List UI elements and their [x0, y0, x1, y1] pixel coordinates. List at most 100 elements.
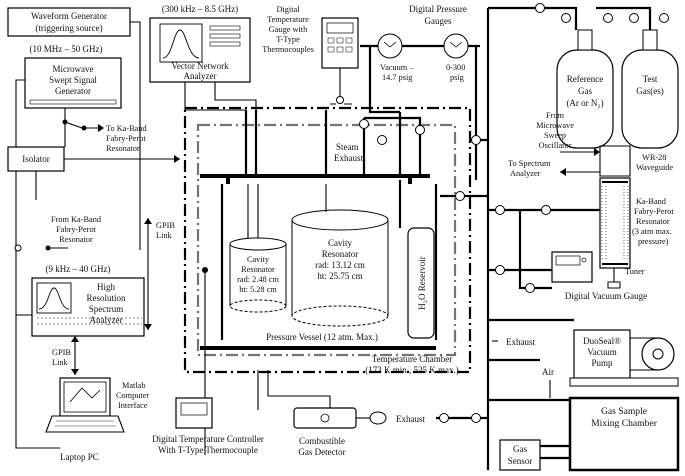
to-spec-line2: Analyzer — [510, 169, 541, 178]
mw-gen-line3: Generator — [55, 86, 91, 96]
vac-line2: 14.7 psig — [382, 73, 412, 82]
gauge-line-left — [368, 46, 400, 114]
detector-tubes — [257, 370, 331, 410]
comb-line1: Combustible — [299, 436, 345, 446]
psig-line1: 0-300 — [446, 63, 465, 72]
ref-gas-feed — [488, 6, 578, 30]
steam-line2: Exhaust — [334, 153, 363, 163]
spectrum-analyzer: High Resolution Spectrum Analyzer — [31, 277, 145, 337]
gpib2-line2: Link — [52, 358, 69, 367]
vna-cable-b — [214, 82, 257, 172]
from-mw-line4: Oscillator — [539, 141, 572, 150]
pressure-vessel — [200, 110, 438, 350]
high-pressure-gauge-dial: 0-300 psig — [443, 33, 469, 82]
test-gas-cylinder: Test Gas(es) — [621, 29, 679, 149]
sa-line1: High — [97, 282, 116, 292]
laptop-label: Laptop PC — [60, 452, 99, 462]
duoseal-line2: Vacuum — [587, 347, 617, 357]
cav2-line3: rad: 13.12 cm — [315, 260, 365, 270]
microwave-swept-generator: Microwave Swept Signal Generator — [24, 57, 122, 109]
waveform-title: Waveform Generator — [31, 11, 107, 21]
temp-ctrl-line1: Digital Temperature Controller — [152, 434, 264, 444]
steam-pipes — [362, 112, 422, 176]
from-ka-line3: Resonator — [59, 235, 93, 244]
mw-gen-line2: Swept Signal — [49, 75, 97, 85]
vna-line2: Analyzer — [184, 71, 217, 81]
to-ka-line3: Resonator — [106, 144, 140, 153]
cav2-line4: ht: 25.75 cm — [317, 271, 362, 281]
psig-line2: psig — [450, 73, 464, 82]
cav1-line4: ht: 5.28 cm — [239, 285, 277, 294]
matlab-line2: Computer — [116, 391, 149, 400]
tchamber-line2: (173 K min., 525 K max.) — [365, 365, 459, 375]
waveform-generator: Waveform Generator (triggering source) — [7, 7, 131, 37]
vessel-top-plate — [200, 174, 430, 184]
cav2-line1: Cavity — [328, 238, 352, 248]
chamber-gas-links — [440, 138, 488, 198]
temp-gauge-line1: Digital — [276, 5, 300, 14]
gen-to-sa-line — [15, 79, 38, 316]
cav1-line1: Cavity — [247, 255, 270, 264]
ref-gas-line2: Gas — [578, 86, 592, 96]
temp-gauge-line4: T-Type — [276, 35, 300, 44]
sa-line3: Spectrum — [89, 304, 124, 314]
temp-gauge-line2: Temperature — [267, 15, 309, 24]
exhaust1-label: Exhaust — [506, 337, 535, 347]
to-spec-line1: To Spectrum — [508, 159, 551, 168]
to-ka-line1: To Ka-Band — [106, 124, 148, 133]
vector-network-analyzer: Vector Network Analyzer — [149, 17, 251, 83]
sa-line4: Analyzer — [90, 315, 123, 325]
sa-line2: Resolution — [86, 293, 126, 303]
vna-line1: Vector Network — [171, 61, 229, 71]
duoseal-line1: DuoSeal® — [583, 336, 621, 346]
wr28-line2: Waveguide — [636, 163, 673, 172]
test-gas-line2: Gas(es) — [636, 86, 664, 96]
test-gas-line1: Test — [643, 74, 658, 84]
sa-range-label: (9 kHz – 40 GHz) — [46, 264, 111, 274]
pressure-gauges-line2: Gauges — [425, 16, 452, 26]
from-mw-line3: Sweep — [544, 131, 566, 140]
isolator: Isolator — [7, 146, 65, 172]
tuner-label: Tuner — [625, 267, 645, 276]
pvessel-label: Pressure Vessel (12 atm. Max.) — [266, 332, 378, 342]
matlab-line3: Interface — [118, 401, 148, 410]
digital-vacuum-gauge — [551, 251, 593, 283]
wr28-line1: WR-28 — [642, 153, 666, 162]
duoseal-line3: Pump — [591, 358, 613, 368]
mixing-line1: Gas Sample — [601, 406, 647, 417]
reference-gas-cylinder: Reference Gas (Ar or N₂) — [556, 29, 614, 149]
temp-ctrl-line2: With T-Type Thermocouple — [158, 445, 258, 455]
ref-gas-line1: Reference — [567, 74, 603, 84]
gas-sensor-line2: Sensor — [508, 456, 533, 466]
from-mw-line2: Microwave — [536, 121, 574, 130]
mw-range-label: (10 MHz – 50 GHz) — [30, 44, 103, 54]
cavity-resonator-small: Cavity Resonator rad: 2.48 cm ht: 5.28 c… — [229, 184, 287, 313]
switch-line — [64, 121, 98, 129]
mw-gen-line1: Microwave — [53, 64, 94, 74]
matlab-line1: Matlab — [122, 381, 146, 390]
digital-temperature-controller — [175, 397, 213, 429]
ref-gas-line3: (Ar or N₂) — [566, 98, 603, 108]
laptop-link — [15, 315, 60, 449]
air-label: Air — [542, 367, 554, 377]
gas-sensor-line1: Gas — [513, 444, 527, 454]
ka-band-fp-resonator — [599, 177, 631, 269]
h2o-label: H₂O Reservoir — [417, 256, 427, 309]
cavity-resonator-large: Cavity Resonator rad: 13.12 cm ht: 25.75… — [291, 184, 389, 327]
cavity1-probes — [247, 184, 259, 238]
ka-fp-line2: Fabry-Perot — [634, 207, 674, 216]
comb-line2: Gas Detector — [298, 447, 345, 457]
ka-fp-line1: Ka-Band — [636, 197, 667, 206]
cav1-line3: rad: 2.48 cm — [237, 275, 279, 284]
tchamber-line1: Temperature Chamber — [372, 354, 453, 364]
temperature-chamber-inner — [196, 123, 457, 357]
pressure-gauges-line1: Digital Pressure — [409, 4, 467, 14]
vac-gauge-label: Digital Vacuum Gauge — [565, 291, 647, 301]
gpib1-line1: GPIB — [156, 221, 175, 230]
gas-sample-mixing-chamber: Gas Sample Mixing Chamber — [568, 396, 680, 472]
vessel-side-walls — [220, 184, 438, 340]
ka-fp-line3: Resonator — [636, 217, 670, 226]
steam-line1: Steam — [336, 142, 359, 152]
